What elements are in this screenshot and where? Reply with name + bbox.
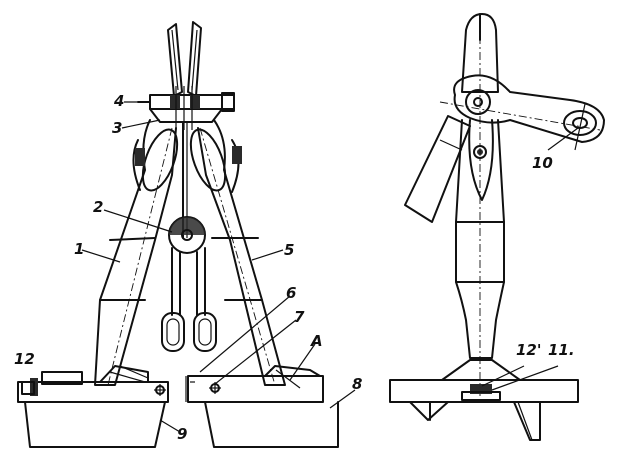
label-10: 10 xyxy=(532,154,553,172)
hinge-block xyxy=(137,86,235,130)
label-2: 2 xyxy=(93,198,103,216)
label-12-left: 12 xyxy=(14,350,35,368)
label-4: 4 xyxy=(113,92,124,110)
label-12-prime: 12' xyxy=(516,341,541,359)
label-6: 6 xyxy=(286,284,296,302)
left-view-tongs: 4 3 2 1 5 6 7 A 8 9 12 xyxy=(14,21,362,448)
label-8: 8 xyxy=(352,375,362,393)
column-base xyxy=(389,127,579,441)
label-9: 9 xyxy=(177,425,187,443)
base-plates xyxy=(17,365,339,448)
right-view-side: 10 12' 11. xyxy=(389,13,605,441)
lever-arm xyxy=(439,74,605,151)
pulley xyxy=(168,216,206,254)
label-A: A xyxy=(310,332,323,350)
label-3: 3 xyxy=(112,119,122,137)
label-1: 1 xyxy=(74,240,84,258)
label-7: 7 xyxy=(294,308,305,326)
hanging-eye-links xyxy=(161,247,217,352)
leader-lines xyxy=(81,101,356,433)
right-leg xyxy=(189,119,286,386)
label-11: 11. xyxy=(548,341,575,359)
left-leg xyxy=(94,119,179,386)
label-5: 5 xyxy=(284,241,294,259)
tong-handles xyxy=(167,21,202,97)
column-body xyxy=(455,20,505,400)
